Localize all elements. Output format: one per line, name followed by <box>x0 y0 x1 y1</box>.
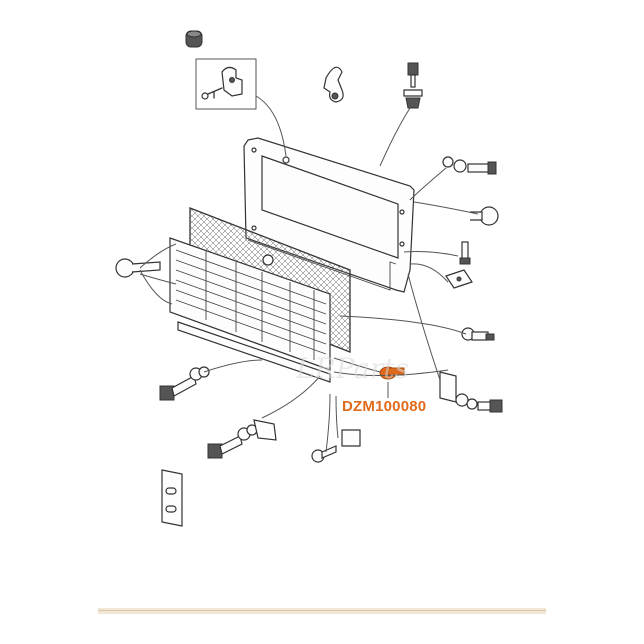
screw-and-clip-top <box>403 62 423 109</box>
latch-hook-part <box>323 66 344 103</box>
left-bolt-washers <box>159 366 210 401</box>
bottom-edge-strip <box>98 608 546 614</box>
watermark: LRParts <box>296 352 409 385</box>
right-bolt-washer-set <box>442 156 497 175</box>
rivet-and-nut-plate <box>445 241 473 289</box>
front-grille-slats <box>169 237 331 371</box>
leader-lines <box>139 95 479 453</box>
lower-screw-and-clip <box>311 429 361 463</box>
right-screw-mid <box>470 206 499 226</box>
rubber-plug-part <box>185 30 203 48</box>
bonnet-catch-box <box>195 58 257 110</box>
stud-fixing <box>461 327 495 341</box>
grille-frame-panel <box>243 137 415 293</box>
clip-and-bolt-lower-right <box>439 371 503 413</box>
left-screw <box>115 258 161 278</box>
bottom-filler-strip <box>177 321 331 383</box>
lower-bolt-assembly <box>207 419 277 459</box>
part-number-label: DZM100080 <box>342 398 427 415</box>
bracket-plate <box>161 469 183 527</box>
